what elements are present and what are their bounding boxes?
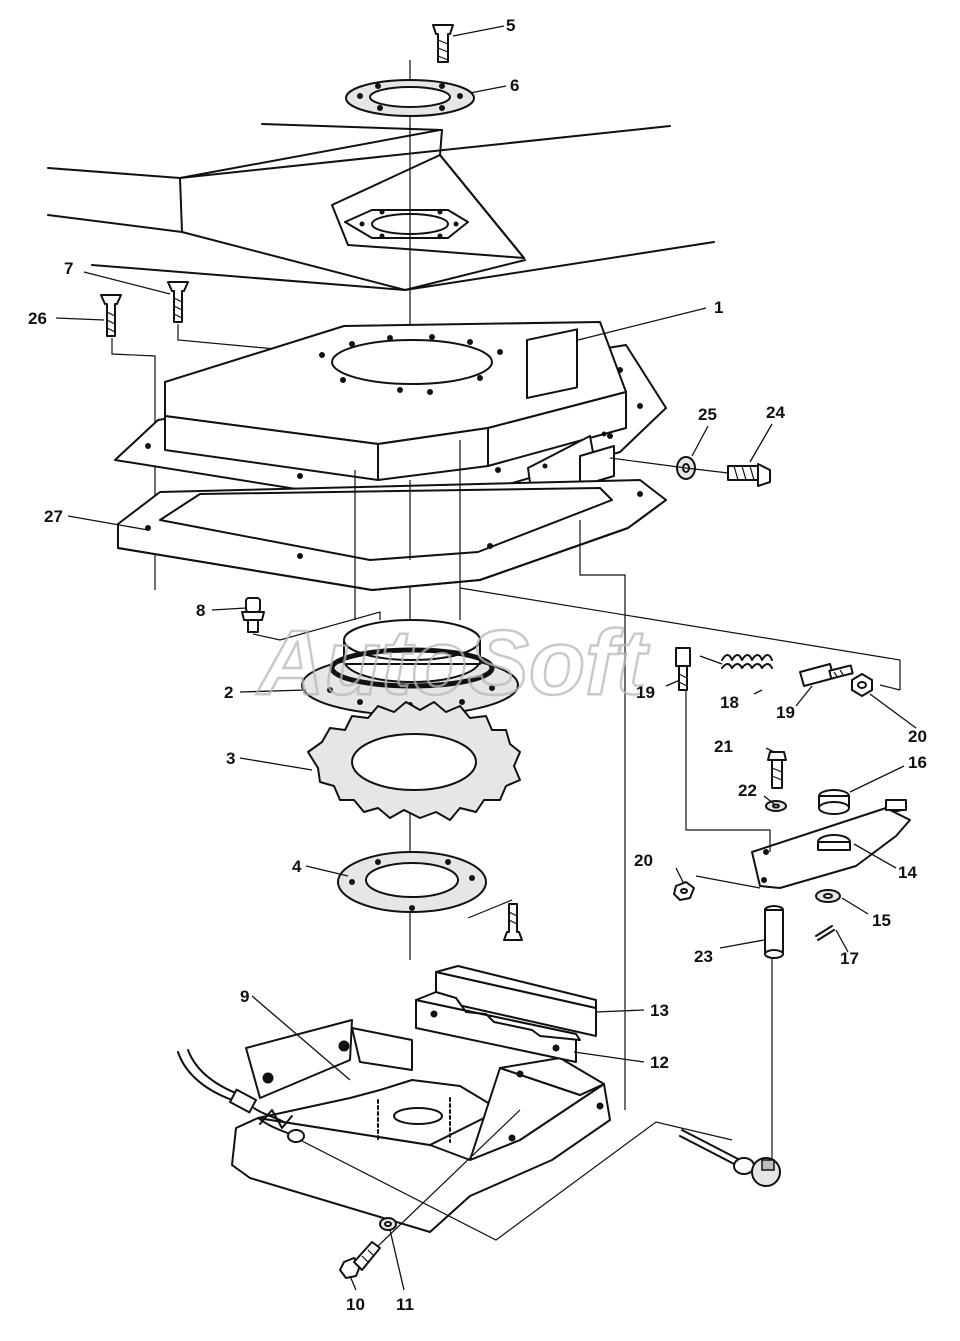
callout-10: 10 (346, 1295, 365, 1314)
callout-26: 26 (28, 309, 47, 328)
part-5-screw (432, 24, 454, 63)
part-10-bolt (339, 1241, 381, 1279)
part-18-spring (699, 654, 773, 669)
part-24-bolt (727, 463, 771, 487)
callout-8: 8 (196, 601, 205, 620)
callout-12: 12 (650, 1053, 669, 1072)
nut-upper-alignment (879, 684, 901, 691)
callout-1: 1 (714, 298, 723, 317)
callout-25: 25 (698, 405, 717, 424)
part-13-block (435, 965, 597, 1037)
callout-16: 16 (908, 753, 927, 772)
callout-7: 7 (64, 259, 73, 278)
part-15-washer (815, 889, 841, 903)
part-8-alignment (252, 611, 381, 641)
part-6-ring-plate (345, 79, 475, 117)
callout-19-left: 19 (636, 683, 655, 702)
washer-screw-alignment (467, 899, 513, 919)
callout-22: 22 (738, 781, 757, 800)
screw-26-alignment (111, 338, 156, 590)
callout-17: 17 (840, 949, 859, 968)
callout-labels: 5 6 1 7 26 27 8 2 3 4 9 10 11 13 12 14 1… (28, 16, 927, 1314)
part-8-grease-nipple (241, 597, 265, 633)
washer-screw (503, 903, 523, 941)
callout-9: 9 (240, 987, 249, 1006)
part-17-pin (815, 925, 835, 941)
callout-13: 13 (650, 1001, 669, 1020)
callout-20-upper: 20 (908, 727, 927, 746)
callout-11: 11 (396, 1295, 414, 1314)
part-7-screw (167, 281, 189, 323)
callout-21: 21 (714, 737, 733, 756)
housing-guide-lines (354, 440, 901, 1110)
part-12-block (415, 991, 581, 1063)
callout-5: 5 (506, 16, 515, 35)
rod-end-assembly (679, 1129, 781, 1187)
part-4-washer-plate (337, 851, 487, 913)
part-20-nut-lower (673, 881, 695, 901)
callout-4: 4 (292, 857, 302, 876)
spring-lever-alignment (685, 690, 771, 852)
frame-mounting-plate (344, 209, 469, 239)
part-22-washer (765, 800, 787, 812)
part-19-eyebolt-right (799, 663, 854, 687)
part-19-eyebolt-left (675, 647, 691, 691)
part-27-gasket (117, 479, 667, 591)
cable-assembly (177, 1049, 305, 1143)
part-21-bolt (767, 751, 787, 789)
callout-18: 18 (720, 693, 739, 712)
bolt-24-alignment (609, 457, 729, 474)
part-26-screw (100, 294, 122, 337)
callout-leaders (55, 25, 917, 1291)
callout-23: 23 (694, 947, 713, 966)
bolt-10-alignment (377, 1109, 521, 1247)
callout-27: 27 (44, 507, 63, 526)
part-11-washer (379, 1217, 397, 1231)
callout-14: 14 (898, 863, 917, 882)
callout-24: 24 (766, 403, 785, 422)
callout-3: 3 (226, 749, 235, 768)
watermark: AutoSoft (256, 612, 650, 714)
chassis-frame (47, 123, 715, 291)
callout-19-right: 19 (776, 703, 795, 722)
part-20-nut-upper (851, 673, 873, 697)
part-16-bushing (817, 789, 907, 851)
part-23-spacer (764, 905, 784, 959)
callout-6: 6 (510, 76, 519, 95)
callout-15: 15 (872, 911, 891, 930)
part-3-sprocket (307, 701, 521, 821)
cable-alignment (299, 1121, 733, 1241)
callout-2: 2 (224, 683, 233, 702)
callout-20-lower: 20 (634, 851, 653, 870)
nut-alignment (695, 875, 761, 889)
part-9-base-bracket (231, 1019, 611, 1233)
